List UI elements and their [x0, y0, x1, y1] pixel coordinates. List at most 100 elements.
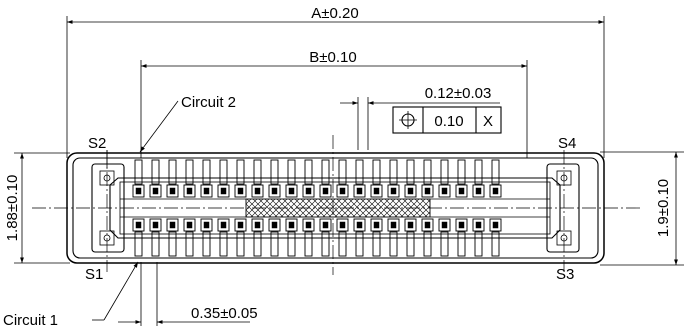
terminal-bottom	[321, 231, 330, 257]
dimension-b: B±0.10	[140, 49, 528, 158]
terminal-top-contact	[183, 184, 196, 198]
terminal-top-contact	[336, 184, 349, 198]
terminal-bottom-point	[356, 221, 363, 229]
terminal-top	[304, 159, 313, 185]
terminal-bottom	[253, 231, 262, 257]
terminal-top-contact	[149, 184, 162, 198]
s2-label: S2	[88, 135, 106, 152]
terminal-top-point	[475, 187, 482, 195]
terminal-bottom-point	[390, 221, 397, 229]
dimension-a: A±0.20	[66, 5, 605, 158]
terminal-top	[270, 159, 279, 185]
terminal-bottom-point	[220, 221, 227, 229]
terminal-top	[185, 159, 194, 185]
terminal-bottom-contact	[302, 218, 315, 232]
terminal-bottom-point	[339, 221, 346, 229]
dimension-left-height: 1.88±0.10	[4, 152, 70, 264]
terminal-bottom-point	[424, 221, 431, 229]
terminal-bottom-point	[373, 221, 380, 229]
terminal-pins	[132, 159, 502, 257]
terminal-top-point	[441, 187, 448, 195]
dimension-terminal-pitch: 0.35±0.05	[118, 262, 258, 326]
terminal-bottom-contact	[353, 218, 366, 232]
terminal-top	[202, 159, 211, 185]
terminal-top	[253, 159, 262, 185]
terminal-bottom	[168, 231, 177, 257]
terminal-top	[236, 159, 245, 185]
s3-label: S3	[556, 266, 574, 283]
terminal-top	[440, 159, 449, 185]
terminal-bottom-point	[475, 221, 482, 229]
dimension-position-tolerance: 0.12±0.03	[340, 85, 500, 150]
terminal-bottom	[287, 231, 296, 257]
circuit-2-callout: Circuit 2	[139, 94, 236, 153]
terminal-bottom-point	[322, 221, 329, 229]
terminal-top	[474, 159, 483, 185]
terminal-bottom-point	[441, 221, 448, 229]
terminal-top-point	[288, 187, 295, 195]
terminal-bottom-point	[237, 221, 244, 229]
connector-body	[66, 152, 605, 264]
terminal-bottom	[457, 231, 466, 257]
terminal-top	[219, 159, 228, 185]
terminal-bottom-contact	[472, 218, 485, 232]
terminal-top-contact	[234, 184, 247, 198]
terminal-bottom-contact	[370, 218, 383, 232]
dimension-left-height-label: 1.88±0.10	[4, 175, 21, 242]
dimension-b-label: B±0.10	[309, 49, 356, 66]
terminal-bottom-contact	[183, 218, 196, 232]
terminal-top-contact	[319, 184, 332, 198]
dimension-right-height-label: 1.9±0.10	[655, 179, 672, 237]
terminal-top	[491, 159, 500, 185]
terminal-top	[406, 159, 415, 185]
terminal-bottom-point	[186, 221, 193, 229]
terminal-top-contact	[285, 184, 298, 198]
terminal-top-point	[203, 187, 210, 195]
terminal-bottom	[406, 231, 415, 257]
terminal-top-point	[356, 187, 363, 195]
datum-reference: X	[483, 113, 493, 130]
center-lines	[32, 135, 640, 275]
tolerance-value: 0.10	[434, 113, 463, 130]
terminal-top-point	[339, 187, 346, 195]
terminal-top-contact	[370, 184, 383, 198]
terminal-top-point	[152, 187, 159, 195]
terminal-top-point	[271, 187, 278, 195]
terminal-bottom	[236, 231, 245, 257]
terminal-top	[355, 159, 364, 185]
dimension-terminal-pitch-label: 0.35±0.05	[191, 305, 258, 322]
terminal-bottom-point	[135, 221, 142, 229]
terminal-top-contact	[302, 184, 315, 198]
position-tolerance-icon	[399, 111, 417, 129]
terminal-bottom-contact	[387, 218, 400, 232]
terminal-bottom-point	[169, 221, 176, 229]
terminal-bottom	[185, 231, 194, 257]
terminal-top-contact	[404, 184, 417, 198]
terminal-bottom-contact	[200, 218, 213, 232]
terminal-top-contact	[166, 184, 179, 198]
terminal-top-point	[322, 187, 329, 195]
terminal-bottom-contact	[234, 218, 247, 232]
terminal-bottom-point	[271, 221, 278, 229]
terminal-bottom	[202, 231, 211, 257]
terminal-top	[151, 159, 160, 185]
terminal-top	[168, 159, 177, 185]
terminal-top-point	[186, 187, 193, 195]
circuit-1-label: Circuit 1	[3, 312, 58, 329]
terminal-top-point	[169, 187, 176, 195]
terminal-bottom-contact	[319, 218, 332, 232]
terminal-bottom-point	[407, 221, 414, 229]
terminal-top	[338, 159, 347, 185]
terminal-top-contact	[455, 184, 468, 198]
terminal-bottom-point	[458, 221, 465, 229]
terminal-bottom-point	[492, 221, 499, 229]
terminal-top-contact	[200, 184, 213, 198]
terminal-top-point	[135, 187, 142, 195]
terminal-bottom	[389, 231, 398, 257]
circuit-2-label: Circuit 2	[181, 94, 236, 111]
terminal-top-contact	[438, 184, 451, 198]
terminal-top-point	[458, 187, 465, 195]
terminal-top-contact	[421, 184, 434, 198]
dimension-position-tolerance-label: 0.12±0.03	[425, 85, 492, 102]
